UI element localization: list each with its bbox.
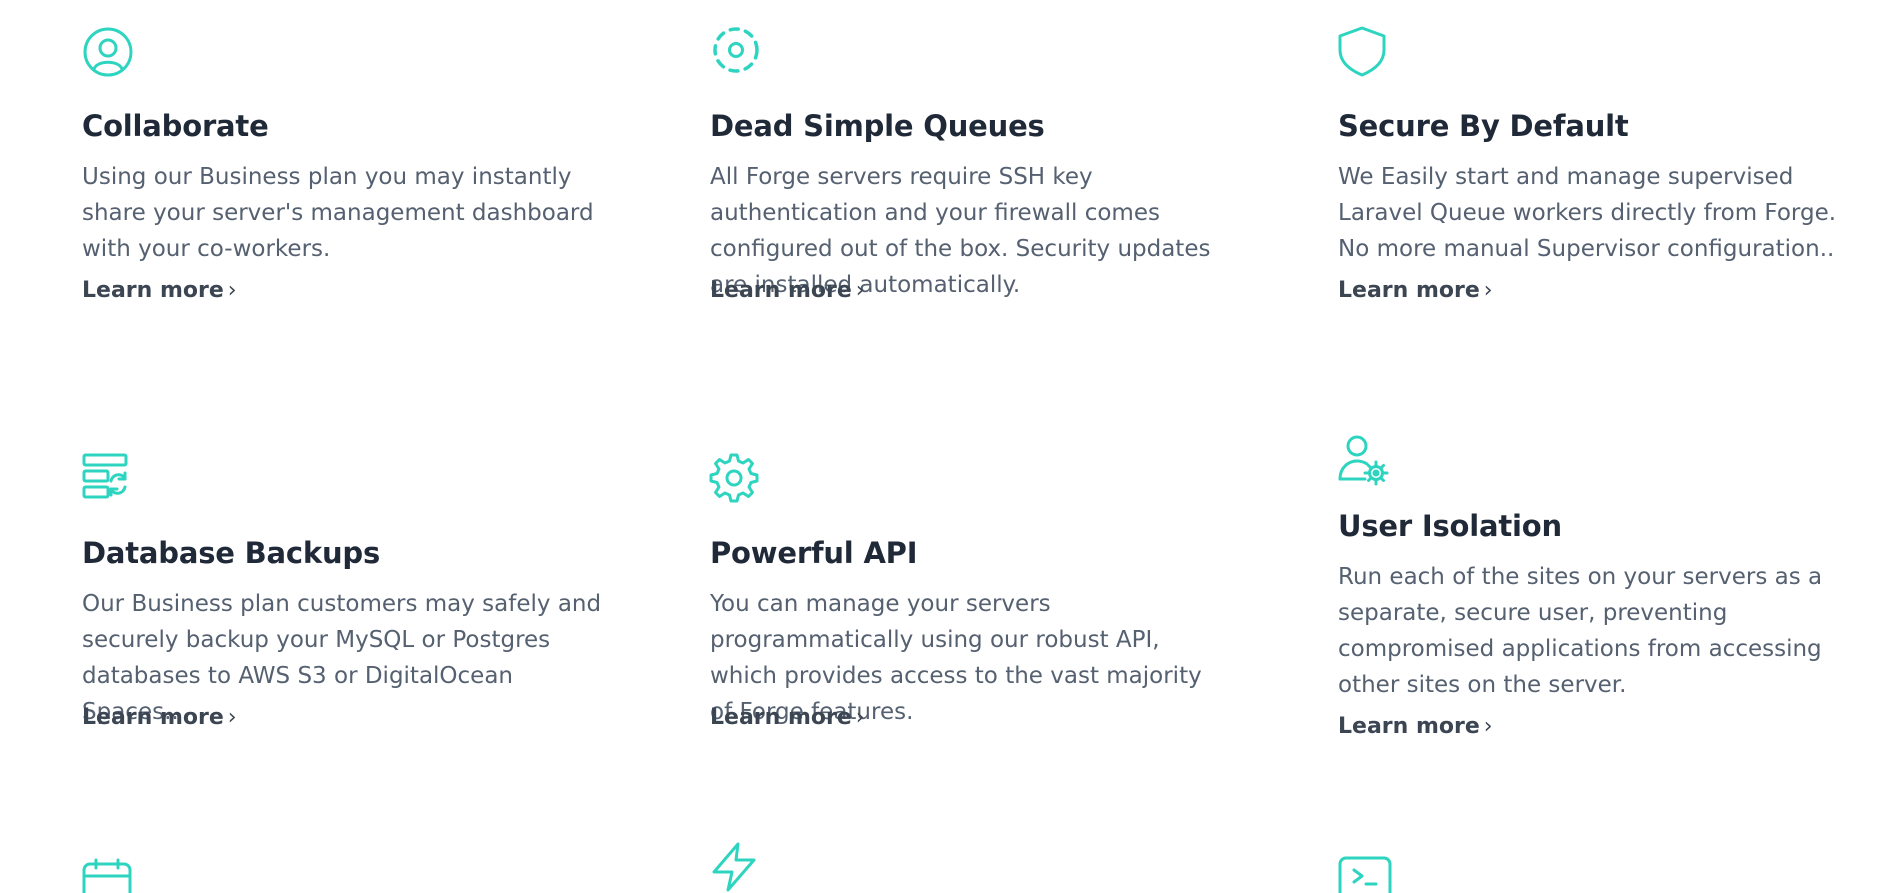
chevron-right-icon: › [1483,278,1493,303]
feature-title: Collaborate [82,109,269,143]
feature-database-backups: Database Backups Our Business plan custo… [82,453,622,730]
feature-title: Powerful API [710,536,918,570]
chevron-right-icon: › [227,278,237,303]
feature-title: Dead Simple Queues [710,109,1045,143]
learn-more-label: Learn more [1338,714,1480,739]
feature-description: All Forge servers require SSH key authen… [710,164,1211,298]
user-settings-icon [1338,435,1390,487]
learn-more-link[interactable]: Learn more› [82,705,237,730]
calendar-icon [82,858,134,893]
learn-more-label: Learn more [82,705,224,730]
feature-description: Our Business plan customers may safely a… [82,591,602,725]
chevron-right-icon: › [855,278,865,303]
feature-description: You can manage your servers programmatic… [710,591,1202,725]
feature-title: User Isolation [1338,509,1562,543]
learn-more-label: Learn more [710,705,852,730]
chevron-right-icon: › [227,705,237,730]
feature-lightning [710,842,1250,893]
learn-more-link[interactable]: Learn more› [710,278,865,303]
feature-description: Using our Business plan you may instantl… [82,164,594,262]
feature-scheduler [82,858,622,893]
feature-dead-simple-queues: Dead Simple Queues All Forge servers req… [710,26,1250,303]
database-backup-icon [82,453,134,505]
feature-title: Secure By Default [1338,109,1629,143]
learn-more-label: Learn more [1338,278,1480,303]
feature-user-isolation: User Isolation Run each of the sites on … [1338,435,1878,739]
feature-collaborate: Collaborate Using our Business plan you … [82,26,622,303]
learn-more-label: Learn more [710,278,852,303]
shield-icon [1338,26,1390,78]
lightning-icon [710,842,762,893]
dashed-circle-icon [710,26,762,78]
learn-more-link[interactable]: Learn more› [1338,278,1493,303]
learn-more-link[interactable]: Learn more› [82,278,237,303]
learn-more-label: Learn more [82,278,224,303]
learn-more-link[interactable]: Learn more› [710,705,865,730]
terminal-icon [1338,856,1392,893]
gear-icon [709,453,762,505]
feature-description: Run each of the sites on your servers as… [1338,564,1823,698]
feature-powerful-api: Powerful API You can manage your servers… [709,453,1250,730]
chevron-right-icon: › [855,705,865,730]
feature-secure-by-default: Secure By Default We Easily start and ma… [1338,26,1878,303]
feature-title: Database Backups [82,536,381,570]
feature-description: We Easily start and manage supervised La… [1338,164,1837,262]
learn-more-link[interactable]: Learn more› [1338,714,1493,739]
chevron-right-icon: › [1483,714,1493,739]
feature-terminal [1338,856,1878,893]
user-circle-icon [82,26,134,78]
